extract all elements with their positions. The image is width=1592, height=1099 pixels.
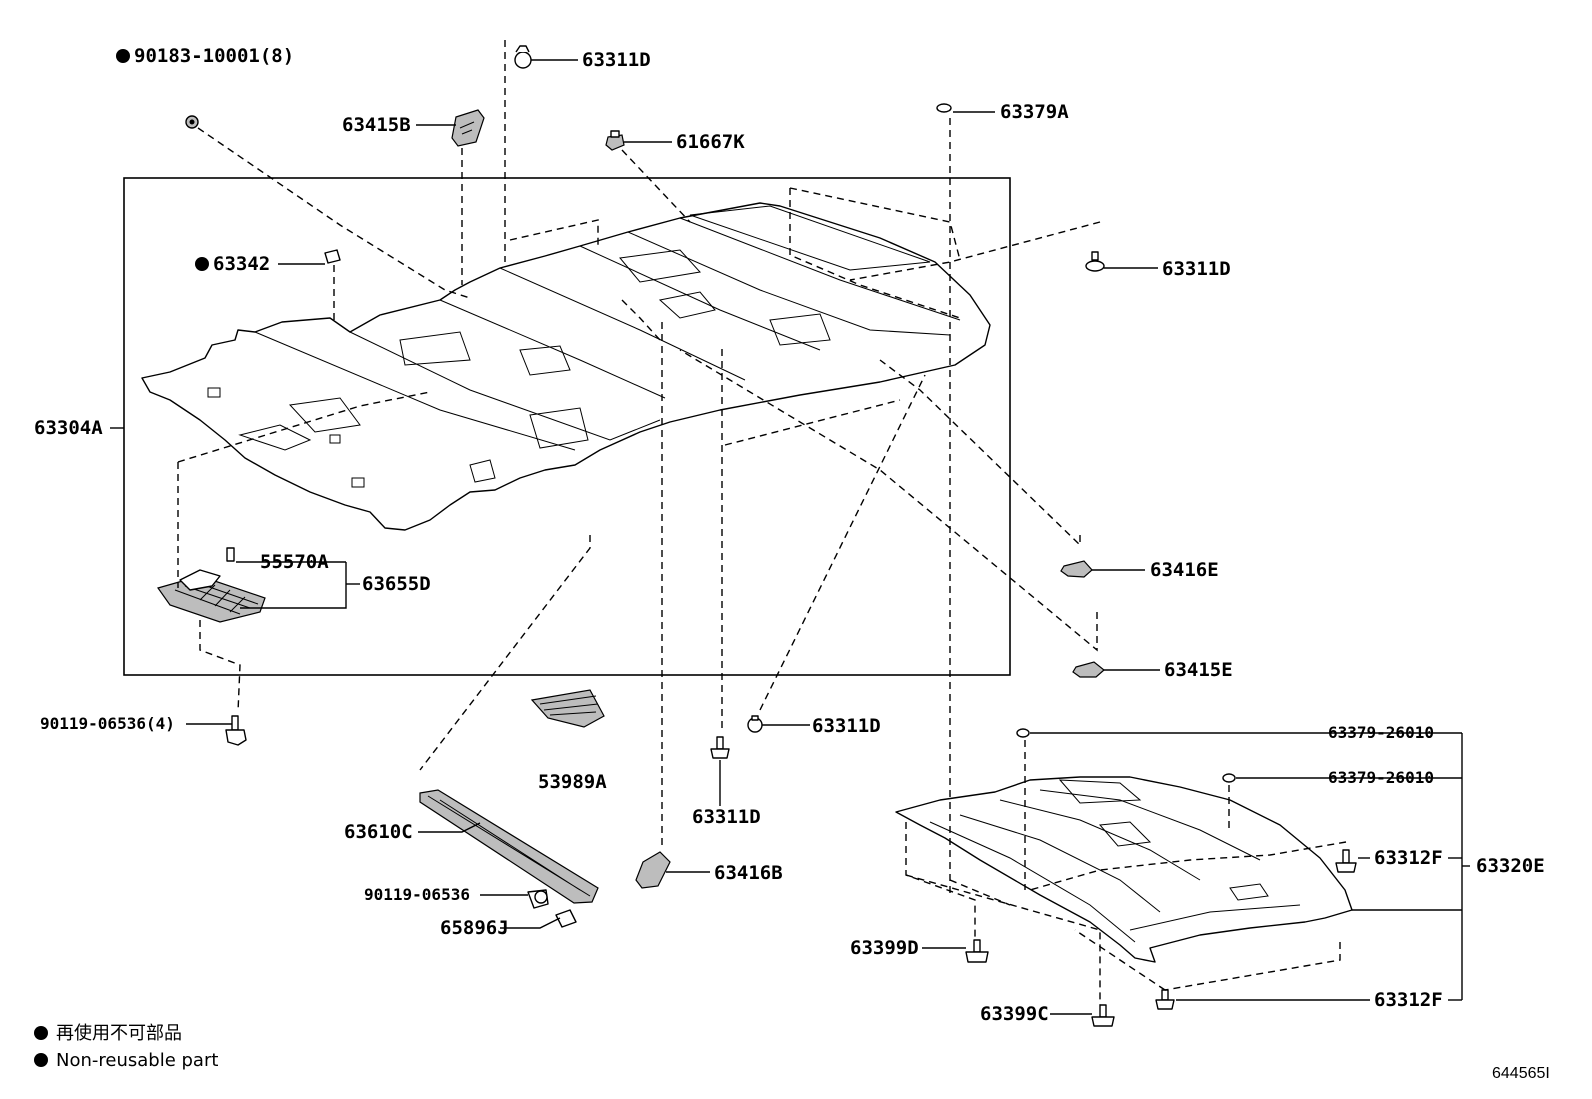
label-90183: 90183-10001(8) (134, 45, 294, 67)
label-63655D: 63655D (362, 573, 431, 595)
bracket-63415B (451, 109, 485, 147)
fitting-lines (177, 40, 1347, 1005)
legend-en: Non-reusable part (56, 1050, 218, 1071)
label-63342: 63342 (213, 253, 270, 275)
label-65896J: 65896J (440, 917, 509, 939)
label-63379-26010-b: 63379-26010 (1328, 768, 1434, 787)
clip-63399C (1091, 1004, 1115, 1027)
clip-63399D (965, 939, 989, 963)
bracket-63415E (1072, 661, 1105, 678)
label-63610C: 63610C (344, 821, 413, 843)
headliner-63304A (141, 202, 991, 531)
label-61667K: 61667K (676, 131, 745, 153)
clip-63311D-low (710, 736, 730, 759)
label-63399C: 63399C (980, 1003, 1049, 1025)
washer-63379A (936, 103, 952, 113)
trim-63610C (419, 789, 599, 904)
bolt-90119-4 (225, 715, 247, 746)
label-63311D-low: 63311D (692, 806, 761, 828)
label-90119: 90119-06536 (364, 885, 470, 904)
clip-63311D-right (1085, 251, 1105, 272)
nonreusable-dot-90183 (116, 49, 130, 63)
label-63399D: 63399D (850, 937, 919, 959)
pad-63342 (324, 249, 341, 264)
legend-dot-jp (34, 1026, 48, 1040)
tray-63655D (157, 569, 266, 623)
label-63311D-right: 63311D (1162, 258, 1231, 280)
reference-code: 644565I (1492, 1065, 1550, 1082)
clip-61667K (605, 130, 625, 151)
clip-65896J (555, 909, 577, 928)
bracket-63416B (635, 851, 671, 889)
label-63379-26010-a: 63379-26010 (1328, 723, 1434, 742)
legend-jp: 再使用不可部品 (56, 1023, 182, 1044)
label-63304A: 63304A (34, 417, 103, 439)
label-63416E: 63416E (1150, 559, 1219, 581)
bracket-63416E (1060, 560, 1093, 578)
clip-63312F-b (1155, 989, 1175, 1010)
label-63415E: 63415E (1164, 659, 1233, 681)
clip-63311D-mid (747, 715, 763, 733)
legend-dot-en (34, 1053, 48, 1067)
headliner-63320E (895, 776, 1353, 963)
label-63312F-b: 63312F (1374, 989, 1443, 1011)
leader-lines (110, 59, 1470, 1015)
assembly-box (123, 177, 1011, 676)
label-63311D-top: 63311D (582, 49, 651, 71)
nonreusable-dot-63342 (195, 257, 209, 271)
washer-63379-26010-a (1016, 728, 1030, 738)
screw-55570A (226, 547, 235, 562)
clip-63311D-top (514, 45, 532, 69)
label-53989A: 53989A (538, 771, 607, 793)
label-63312F-a: 63312F (1374, 847, 1443, 869)
bolt-90119 (527, 889, 549, 909)
grille-53989A (530, 689, 605, 728)
label-63311D-mid: 63311D (812, 715, 881, 737)
label-63415B: 63415B (342, 114, 411, 136)
label-63416B: 63416B (714, 862, 783, 884)
clip-63312F-a (1335, 849, 1357, 873)
label-55570A: 55570A (260, 551, 329, 573)
label-63320E: 63320E (1476, 855, 1545, 877)
label-90119-4: 90119-06536(4) (40, 714, 175, 733)
washer-63379-26010-b (1222, 773, 1236, 783)
label-63379A: 63379A (1000, 101, 1069, 123)
